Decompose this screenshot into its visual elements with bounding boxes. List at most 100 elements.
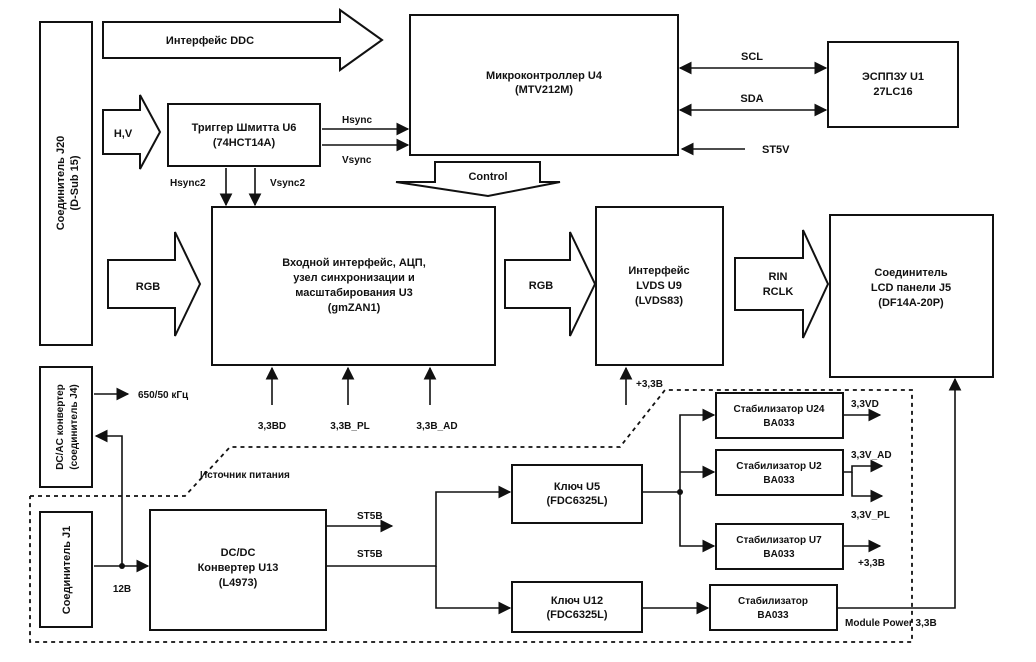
svg-text:+3,3B: +3,3B — [636, 379, 663, 390]
svg-text:650/50 кГц: 650/50 кГц — [138, 390, 189, 401]
svg-text:DC/AC конвертер: DC/AC конвертер — [55, 384, 66, 470]
svg-text:Vsync2: Vsync2 — [270, 178, 305, 189]
dcac-converter-j4-block: DC/AC конвертер (соединитель J4) — [39, 366, 93, 488]
svg-text:Module Power 3,3B: Module Power 3,3B — [845, 618, 937, 629]
out-33b-u7: +3,3B — [843, 539, 885, 569]
connector-j20-block: Соединитель J20 (D-Sub 15) — [39, 21, 93, 346]
svg-text:RIN: RIN — [769, 271, 788, 283]
svg-text:3,3B_PL: 3,3B_PL — [330, 421, 369, 432]
svg-text:3,3BD: 3,3BD — [258, 421, 286, 432]
svg-text:RCLK: RCLK — [763, 286, 794, 298]
connector-j1-block: Соединитель J1 — [39, 511, 93, 628]
svg-text:(соединитель J4): (соединитель J4) — [69, 384, 80, 469]
svg-text:Соединитель J20: Соединитель J20 — [55, 136, 67, 231]
svg-text:Стабилизатор U7: Стабилизатор U7 — [736, 534, 822, 546]
svg-text:узел синхронизации и: узел синхронизации и — [293, 272, 415, 284]
regulator-u2-block: Стабилизатор U2 BA033 — [715, 449, 844, 496]
lcd-connector-j5-block: Соединитель LCD панели J5 (DF14A-20P) — [829, 214, 994, 378]
svg-text:27LC16: 27LC16 — [873, 86, 912, 98]
svg-text:Интерфейс DDC: Интерфейс DDC — [166, 35, 254, 47]
svg-text:Источник питания: Источник питания — [200, 470, 290, 481]
svg-text:12B: 12B — [113, 584, 131, 595]
svg-text:Ключ U12: Ключ U12 — [551, 595, 603, 607]
svg-text:Соединитель: Соединитель — [874, 267, 947, 279]
svg-text:(FDC6325L): (FDC6325L) — [546, 609, 607, 621]
svg-text:3,3V_AD: 3,3V_AD — [851, 450, 892, 461]
svg-text:ЭСППЗУ U1: ЭСППЗУ U1 — [862, 71, 924, 83]
schmitt-trigger-u6-block: Триггер Шмитта U6 (74HCT14A) — [167, 103, 321, 167]
power-supply-outline: Источник питания — [29, 389, 913, 643]
svg-text:Микроконтроллер U4: Микроконтроллер U4 — [486, 70, 603, 82]
svg-text:Hsync: Hsync — [342, 115, 372, 126]
svg-text:BA033: BA033 — [763, 418, 795, 429]
svg-text:BA033: BA033 — [757, 610, 789, 621]
rail-33bd: 3,3BD — [258, 366, 286, 432]
out-33vd: 3,3VD — [843, 399, 882, 422]
st5v-line: ST5V — [680, 142, 790, 156]
scl-line: SCL — [678, 51, 828, 75]
regulator-module-power-block: Стабилизатор BA033 — [709, 584, 838, 631]
rgb-mid-arrow: RGB — [504, 231, 597, 337]
svg-text:Интерфейс: Интерфейс — [628, 265, 689, 277]
rgb-input-arrow: RGB — [107, 231, 202, 337]
svg-text:(L4973): (L4973) — [219, 577, 258, 589]
st5b-output-1: ST5B — [326, 511, 394, 533]
svg-text:(MTV212M): (MTV212M) — [515, 84, 573, 96]
svg-text:Триггер Шмитта U6: Триггер Шмитта U6 — [192, 122, 297, 134]
svg-text:3,3V_PL: 3,3V_PL — [851, 510, 890, 521]
control-arrow: Control — [395, 161, 561, 198]
svg-text:ST5B: ST5B — [357, 511, 383, 522]
vsync-to-u4-line: Vsync — [322, 138, 410, 166]
svg-text:(LVDS83): (LVDS83) — [635, 295, 683, 307]
svg-text:(FDC6325L): (FDC6325L) — [546, 495, 607, 507]
svg-text:+3,3B: +3,3B — [858, 558, 885, 569]
hsync-to-u4-line: Hsync — [322, 115, 410, 136]
microcontroller-u4-block: Микроконтроллер U4 (MTV212M) — [409, 14, 679, 156]
svg-text:Соединитель J1: Соединитель J1 — [61, 526, 73, 614]
svg-text:SCL: SCL — [741, 51, 763, 63]
svg-text:RGB: RGB — [529, 280, 554, 292]
sda-line: SDA — [678, 93, 828, 117]
svg-text:H,V: H,V — [114, 128, 133, 140]
rail-33b-ad: 3,3B_AD — [416, 366, 458, 432]
regulator-u24-block: Стабилизатор U24 BA033 — [715, 392, 844, 439]
switch-u5-block: Ключ U5 (FDC6325L) — [511, 464, 643, 524]
svg-text:ST5B: ST5B — [357, 549, 383, 560]
scaler-u3-block: Входной интерфейс, АЦП, узел синхронизац… — [211, 206, 496, 366]
svg-text:(DF14A-20P): (DF14A-20P) — [878, 297, 944, 309]
svg-text:ST5V: ST5V — [762, 144, 790, 156]
rail-33b-u9: +3,3B — [619, 366, 663, 405]
svg-text:BA033: BA033 — [763, 475, 795, 486]
svg-text:3,3VD: 3,3VD — [851, 399, 879, 410]
u5-distribution — [642, 408, 716, 553]
ddc-interface-arrow: Интерфейс DDC — [102, 8, 384, 72]
hsync2-line: Hsync2 — [170, 168, 233, 207]
svg-text:Стабилизатор: Стабилизатор — [738, 595, 808, 607]
svg-text:Стабилизатор U24: Стабилизатор U24 — [733, 403, 824, 415]
svg-text:SDA: SDA — [740, 93, 763, 105]
svg-text:RGB: RGB — [136, 281, 161, 293]
regulator-u7-block: Стабилизатор U7 BA033 — [715, 523, 844, 570]
out-33v-ad: 3,3V_AD — [843, 450, 892, 503]
module-power-line: Module Power 3,3B — [837, 377, 962, 629]
svg-text:3,3B_AD: 3,3B_AD — [416, 421, 457, 432]
svg-text:Стабилизатор U2: Стабилизатор U2 — [736, 460, 822, 472]
hv-arrow: H,V — [102, 94, 162, 170]
switch-u12-block: Ключ U12 (FDC6325L) — [511, 581, 643, 633]
svg-text:Входной интерфейс, АЦП,: Входной интерфейс, АЦП, — [282, 257, 426, 269]
dcac-freq-line: 650/50 кГц — [94, 387, 189, 401]
lvds-u9-block: Интерфейс LVDS U9 (LVDS83) — [595, 206, 724, 366]
svg-text:Конвертер U13: Конвертер U13 — [198, 562, 279, 574]
svg-text:Hsync2: Hsync2 — [170, 178, 206, 189]
eeprom-u1-block: ЭСППЗУ U1 27LC16 — [827, 41, 959, 128]
svg-text:(D-Sub 15): (D-Sub 15) — [69, 155, 81, 210]
out-33v-pl: 3,3V_PL — [851, 510, 890, 521]
svg-text:LVDS U9: LVDS U9 — [636, 280, 682, 292]
svg-text:(74HCT14A): (74HCT14A) — [213, 137, 276, 149]
svg-text:масштабирования U3: масштабирования U3 — [295, 287, 413, 299]
svg-text:BA033: BA033 — [763, 549, 795, 560]
svg-text:Ключ U5: Ключ U5 — [554, 481, 600, 493]
bus-12v: 12B — [94, 429, 150, 595]
